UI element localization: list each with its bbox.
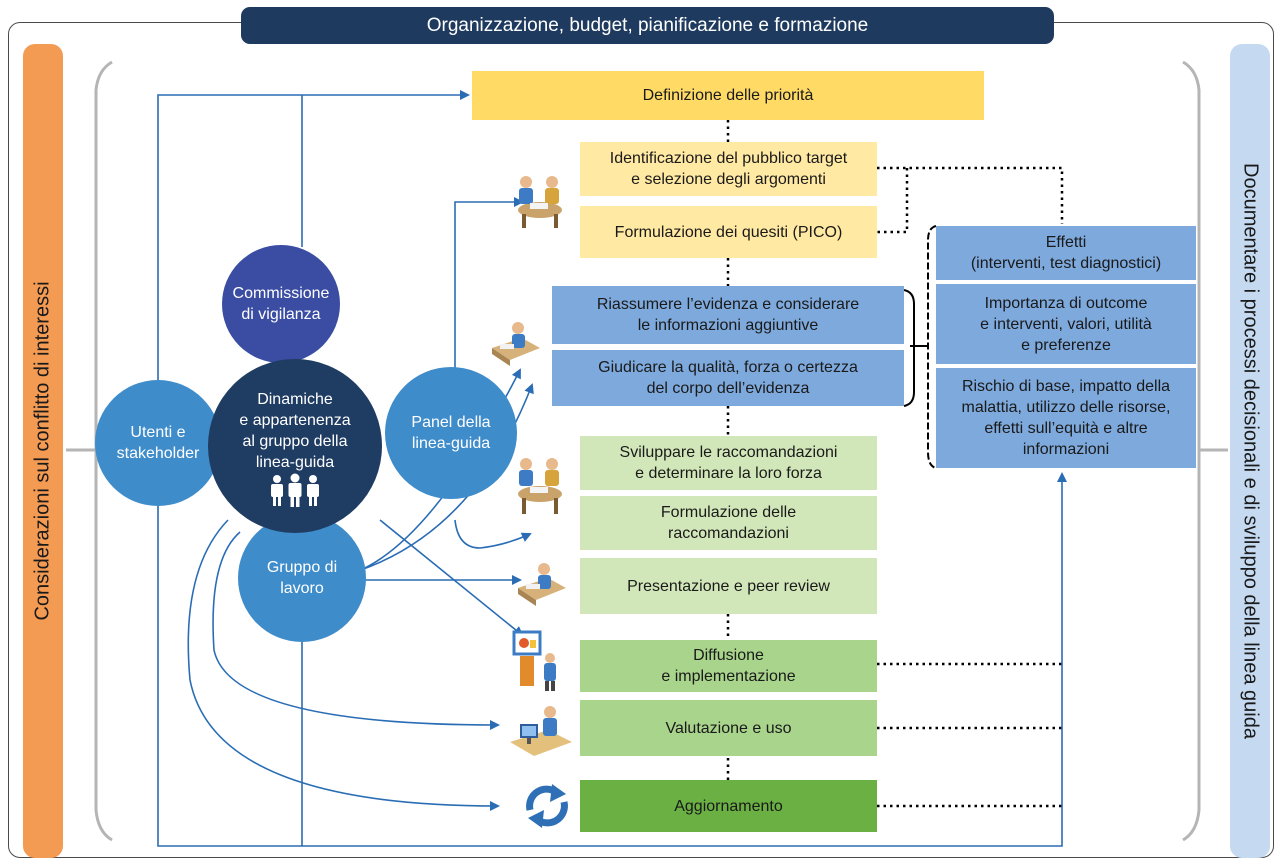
presenter-icon (512, 630, 556, 691)
circle-users-stakeholders: Utenti e stakeholder (95, 380, 221, 506)
side-boxes-bracket (927, 225, 937, 469)
arrow-to-update (187, 519, 500, 811)
desk-worker-icon-2 (518, 563, 566, 606)
side-box-importance-text: Importanza di outcome e interventi, valo… (980, 294, 1152, 354)
arrow-to-priorities (157, 90, 470, 412)
top-banner: Organizzazione, budget, pianificazione e… (241, 7, 1054, 44)
step-evaluation-text: Valutazione e uso (665, 719, 792, 737)
step-peer-review: Presentazione e peer review (580, 558, 877, 614)
arrow-to-dissemination (379, 519, 524, 637)
refresh-arrows-icon (526, 784, 568, 828)
circle-group-dynamics: Dinamiche e appartenenza al gruppo della… (208, 359, 382, 533)
step-update: Aggiornamento (580, 780, 877, 832)
evidence-brace (903, 289, 915, 407)
step-judge-quality-text: Giudicare la qualità, forza o certezza d… (598, 359, 858, 397)
step-develop-recommendations: Sviluppare le raccomandazioni e determin… (580, 436, 877, 490)
arrow-panel-to-target (454, 197, 524, 380)
circle-working-group-text: Gruppo di lavoro (266, 559, 338, 597)
circle-oversight-committee-text: Commissione di vigilanza (232, 285, 330, 323)
step-update-text: Aggiornamento (674, 797, 783, 815)
meeting-icon-2 (518, 458, 562, 514)
right-banner: Documentare i processi decisionali e di … (1230, 44, 1270, 858)
circle-oversight-committee: Commissione di vigilanza (222, 245, 340, 363)
group-people-icon (271, 473, 319, 507)
side-box-effects: Effetti (interventi, test diagnostici) (936, 226, 1196, 280)
step-judge-quality: Giudicare la qualità, forza o certezza d… (552, 350, 904, 406)
step-pico: Formulazione dei quesiti (PICO) (580, 206, 877, 258)
circle-guideline-panel: Panel della linea-guida (385, 367, 517, 499)
step-dotted-connectors (726, 120, 1064, 808)
step-evaluation: Valutazione e uso (580, 700, 877, 756)
step-target-audience-text: Identificazione del pubblico target e se… (609, 150, 848, 188)
step-summarize-evidence-text: Riassumere l’evidenza e considerare le i… (596, 296, 860, 334)
left-banner: Considerazioni sul conflitto di interess… (23, 44, 63, 858)
meeting-icon (518, 176, 562, 228)
top-banner-text: Organizzazione, budget, pianificazione e… (426, 14, 869, 36)
circle-working-group: Gruppo di lavoro (238, 514, 366, 642)
step-wording-recommendations-text: Formulazione delle raccomandazioni (660, 504, 797, 542)
step-develop-recommendations-text: Sviluppare le raccomandazioni e determin… (619, 444, 838, 482)
step-summarize-evidence: Riassumere l’evidenza e considerare le i… (552, 286, 904, 344)
step-priorities: Definizione delle priorità (472, 71, 984, 120)
arrow-panel-to-develop (454, 519, 532, 549)
side-box-importance: Importanza di outcome e interventi, valo… (936, 284, 1196, 364)
step-target-audience: Identificazione del pubblico target e se… (580, 142, 877, 196)
step-wording-recommendations: Formulazione delle raccomandazioni (580, 496, 877, 550)
step-dissemination: Diffusione e implementazione (580, 640, 877, 692)
side-box-effects-text: Effetti (interventi, test diagnostici) (970, 234, 1162, 272)
computer-user-icon (510, 706, 572, 756)
side-box-baseline-risk: Rischio di base, impatto della malattia,… (936, 368, 1196, 468)
arrow-to-evaluation (212, 531, 500, 730)
arrow-return-bottom (157, 472, 1067, 847)
step-pico-text: Formulazione dei quesiti (PICO) (614, 223, 843, 241)
side-box-baseline-risk-text: Rischio di base, impatto della malattia,… (961, 378, 1171, 458)
circle-guideline-panel-text: Panel della linea-guida (411, 414, 491, 452)
step-priorities-text: Definizione delle priorità (642, 87, 814, 104)
step-peer-review-text: Presentazione e peer review (627, 577, 830, 595)
step-dissemination-text: Diffusione e implementazione (661, 647, 796, 685)
circle-users-stakeholders-text: Utenti e stakeholder (116, 424, 200, 462)
circle-group-dynamics-text: Dinamiche e appartenenza al gruppo della… (239, 391, 351, 471)
desk-worker-icon (492, 322, 540, 366)
